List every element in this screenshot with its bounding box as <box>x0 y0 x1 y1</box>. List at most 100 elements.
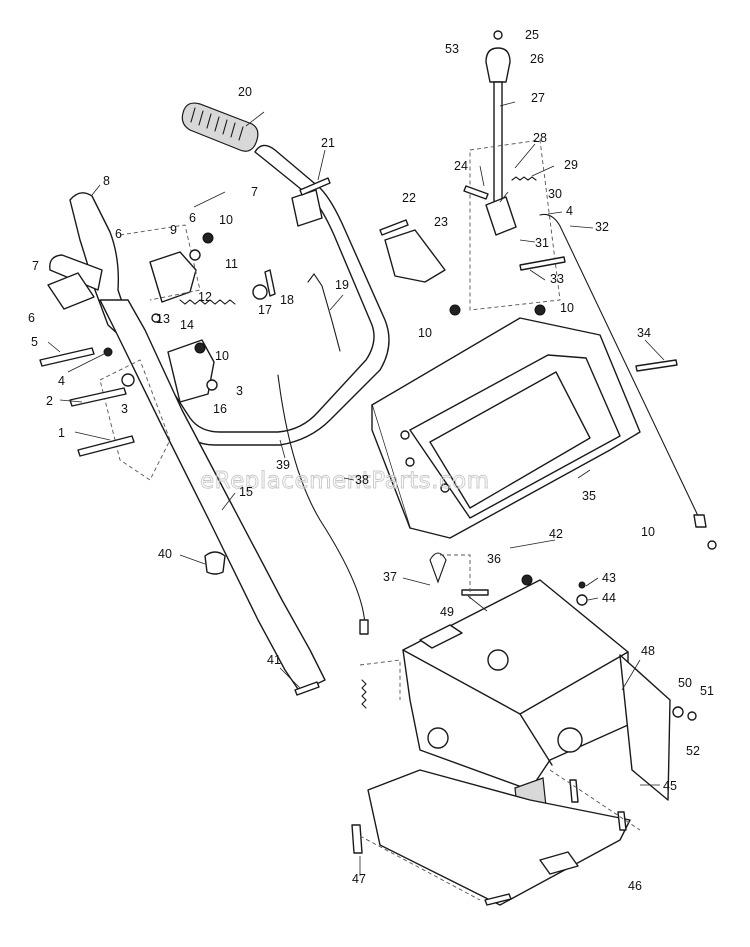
nut-36 <box>521 574 533 586</box>
bolt-1 <box>77 435 135 457</box>
callout-27: 27 <box>531 91 545 105</box>
dash-panel <box>371 317 641 539</box>
callout-7-left: 7 <box>32 259 39 273</box>
callout-28: 28 <box>533 131 547 145</box>
housing-hole-right <box>557 727 583 753</box>
rod-19 <box>307 273 341 352</box>
nut-10b <box>194 342 206 354</box>
callout-1: 1 <box>58 426 65 440</box>
interlock-plate-upper <box>149 251 197 303</box>
nut-10d <box>534 304 546 316</box>
callout-8: 8 <box>103 174 110 188</box>
callout-11: 11 <box>225 257 238 271</box>
callout-13: 13 <box>156 312 170 326</box>
callout-16: 16 <box>213 402 227 416</box>
callout-49: 49 <box>440 605 454 619</box>
cable-38 <box>277 374 366 629</box>
washer-3-left <box>121 373 135 387</box>
bracket-23 <box>384 229 446 283</box>
nut-10a <box>202 232 214 244</box>
callout-29: 29 <box>564 158 578 172</box>
callout-15: 15 <box>239 485 253 499</box>
bolt-34 <box>635 359 678 372</box>
callout-31: 31 <box>535 236 549 250</box>
bolt-18 <box>264 269 276 297</box>
nut-43 <box>578 581 586 589</box>
callout-6-right: 6 <box>189 211 196 225</box>
callout-4-right: 4 <box>566 204 573 218</box>
callout-47: 47 <box>352 872 366 886</box>
callout-6-mid: 6 <box>115 227 122 241</box>
shift-lever-assembly <box>379 30 717 550</box>
leader-lines <box>47 101 665 876</box>
bolt-24 <box>463 185 489 200</box>
callout-10b: 10 <box>215 349 229 363</box>
bolt-49 <box>461 589 489 596</box>
side-plate <box>619 654 671 801</box>
callout-14: 14 <box>180 318 194 332</box>
frame-housing <box>351 552 697 906</box>
nut-10e <box>707 540 717 550</box>
callout-4-left: 4 <box>58 374 65 388</box>
bolt-45 <box>569 779 579 803</box>
housing-hole-left <box>427 727 449 749</box>
shift-rod-32 <box>539 213 701 521</box>
spacer-17 <box>252 284 268 300</box>
callout-3-left: 3 <box>121 402 128 416</box>
base-plate <box>367 769 631 906</box>
callout-25: 25 <box>525 28 539 42</box>
watermark-text: eReplacementParts.com <box>200 468 490 494</box>
callout-20: 20 <box>238 85 252 99</box>
bolt-5 <box>39 347 95 367</box>
callout-51: 51 <box>700 684 714 698</box>
callout-39: 39 <box>276 458 290 472</box>
callout-2: 2 <box>46 394 53 408</box>
callout-19: 19 <box>335 278 349 292</box>
callout-10e: 10 <box>641 525 655 539</box>
callout-10a: 10 <box>219 213 233 227</box>
callout-26: 26 <box>530 52 544 66</box>
callout-30: 30 <box>548 187 562 201</box>
bolt-41 <box>294 681 320 696</box>
nut-10c <box>449 304 461 316</box>
washer-3-right <box>206 379 218 391</box>
callout-23: 23 <box>434 215 448 229</box>
handle-grip <box>181 102 259 152</box>
callout-32: 32 <box>595 220 609 234</box>
shift-rod-27 <box>493 81 503 213</box>
callout-43: 43 <box>602 571 616 585</box>
callout-34: 34 <box>637 326 651 340</box>
callout-37: 37 <box>383 570 397 584</box>
callout-9: 9 <box>170 223 177 237</box>
spring-extension <box>361 679 367 709</box>
handle-bracket-left <box>47 272 95 310</box>
callout-6-left: 6 <box>28 311 35 325</box>
bolt-21 <box>299 177 331 196</box>
callout-21: 21 <box>321 136 335 150</box>
bolt-22 <box>379 219 409 236</box>
spring-29 <box>511 176 537 181</box>
callout-10d: 10 <box>560 301 574 315</box>
nut-4 <box>103 347 113 357</box>
knob-26 <box>485 47 511 83</box>
shift-bracket-30 <box>485 196 517 236</box>
callout-40: 40 <box>158 547 172 561</box>
callout-53: 53 <box>445 42 459 56</box>
interlock-plate-lower <box>167 339 215 403</box>
spring-37 <box>429 552 447 584</box>
clip-40 <box>204 551 226 575</box>
callout-44: 44 <box>602 591 616 605</box>
bolt-33 <box>519 256 566 271</box>
washer-50 <box>672 706 684 718</box>
callout-18: 18 <box>280 293 294 307</box>
nut-44 <box>576 594 588 606</box>
callout-10c: 10 <box>418 326 432 340</box>
callout-42: 42 <box>549 527 563 541</box>
pin-13 <box>151 313 161 323</box>
callout-12: 12 <box>198 290 212 304</box>
callout-36: 36 <box>487 552 501 566</box>
callout-33: 33 <box>550 272 564 286</box>
bolt-47a <box>351 824 363 854</box>
callout-3-right: 3 <box>236 384 243 398</box>
